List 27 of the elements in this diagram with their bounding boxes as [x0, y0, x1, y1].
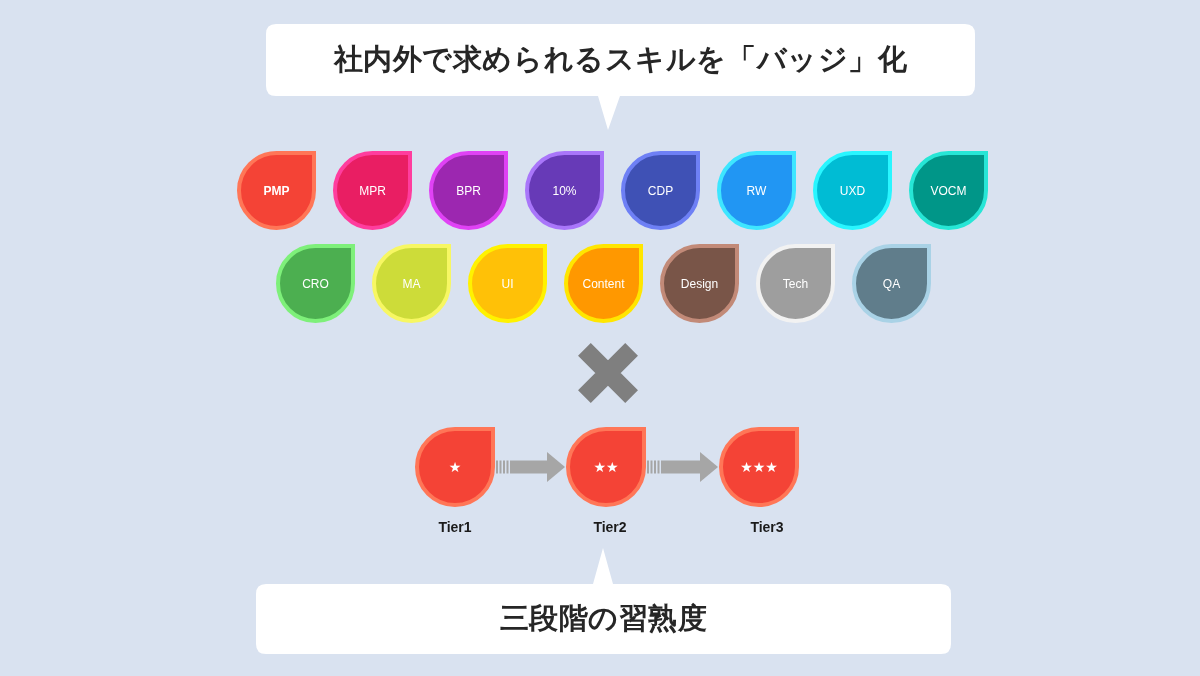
- tier-label: Tier3: [750, 519, 784, 535]
- badge-label: RW: [746, 183, 767, 198]
- badge-label: PMP: [263, 183, 290, 198]
- star-rating: ★★★: [740, 459, 778, 475]
- arrow: [647, 452, 718, 482]
- callout-text: 社内外で求められるスキルを「バッジ」化: [333, 43, 908, 77]
- tier-label: Tier1: [438, 519, 472, 535]
- badge-label: Content: [582, 276, 625, 291]
- badge-label: Tech: [782, 276, 809, 291]
- speech-bubble: [256, 548, 951, 654]
- callout-text: 三段階の習熟度: [499, 602, 708, 636]
- badge-label: Design: [680, 276, 719, 291]
- badge-label: QA: [882, 276, 901, 291]
- badge-label: VOCM: [930, 183, 967, 198]
- badge-label: UXD: [839, 183, 866, 198]
- star-rating: ★: [448, 459, 462, 475]
- speech-bubble: [266, 24, 975, 130]
- star-rating: ★★: [593, 459, 619, 475]
- badge-label: CRO: [302, 276, 329, 291]
- badge-label: UI: [501, 276, 514, 291]
- arrow: [496, 452, 565, 482]
- badge-label: 10%: [552, 183, 577, 198]
- badge-label: BPR: [456, 183, 481, 198]
- badge-label: MPR: [359, 183, 386, 198]
- tier-label: Tier2: [593, 519, 627, 535]
- badge-label: CDP: [647, 183, 674, 198]
- badge-label: MA: [402, 276, 421, 291]
